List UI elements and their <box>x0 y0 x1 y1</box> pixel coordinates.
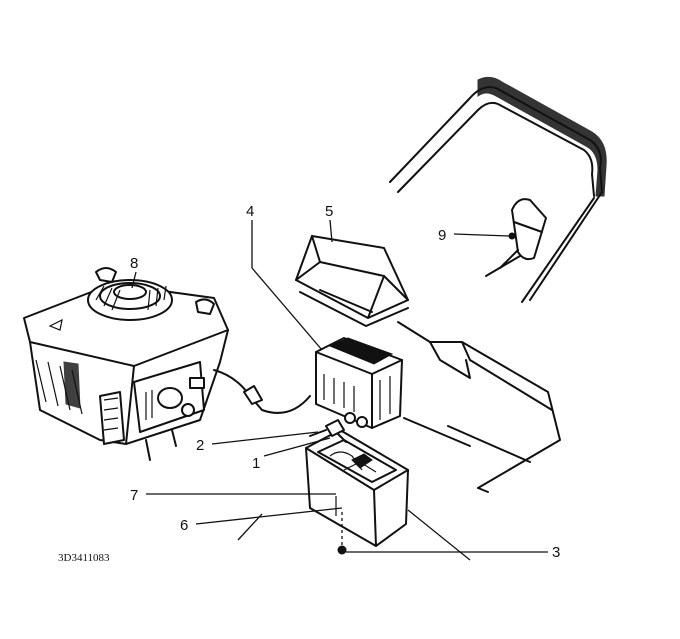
callout-6: 6 <box>180 517 188 534</box>
connector <box>309 419 347 443</box>
battery-tray <box>305 429 471 561</box>
callout-4: 4 <box>246 203 254 220</box>
leader-lines <box>131 219 548 553</box>
engine <box>23 267 311 461</box>
callout-1: 1 <box>252 455 260 472</box>
callout-7: 7 <box>130 487 138 504</box>
callout-9: 9 <box>438 227 446 244</box>
callout-8: 8 <box>130 255 138 272</box>
screw <box>337 512 347 555</box>
callout-5: 5 <box>325 203 333 220</box>
callout-2: 2 <box>196 437 204 454</box>
filter-housing <box>315 337 403 429</box>
mower-deck <box>397 321 561 493</box>
mower-handle <box>389 76 607 303</box>
callout-3: 3 <box>552 544 560 561</box>
throttle-control <box>485 198 547 277</box>
air-filter-cover <box>295 235 409 327</box>
figure-reference-code: 3D3411083 <box>58 552 110 564</box>
